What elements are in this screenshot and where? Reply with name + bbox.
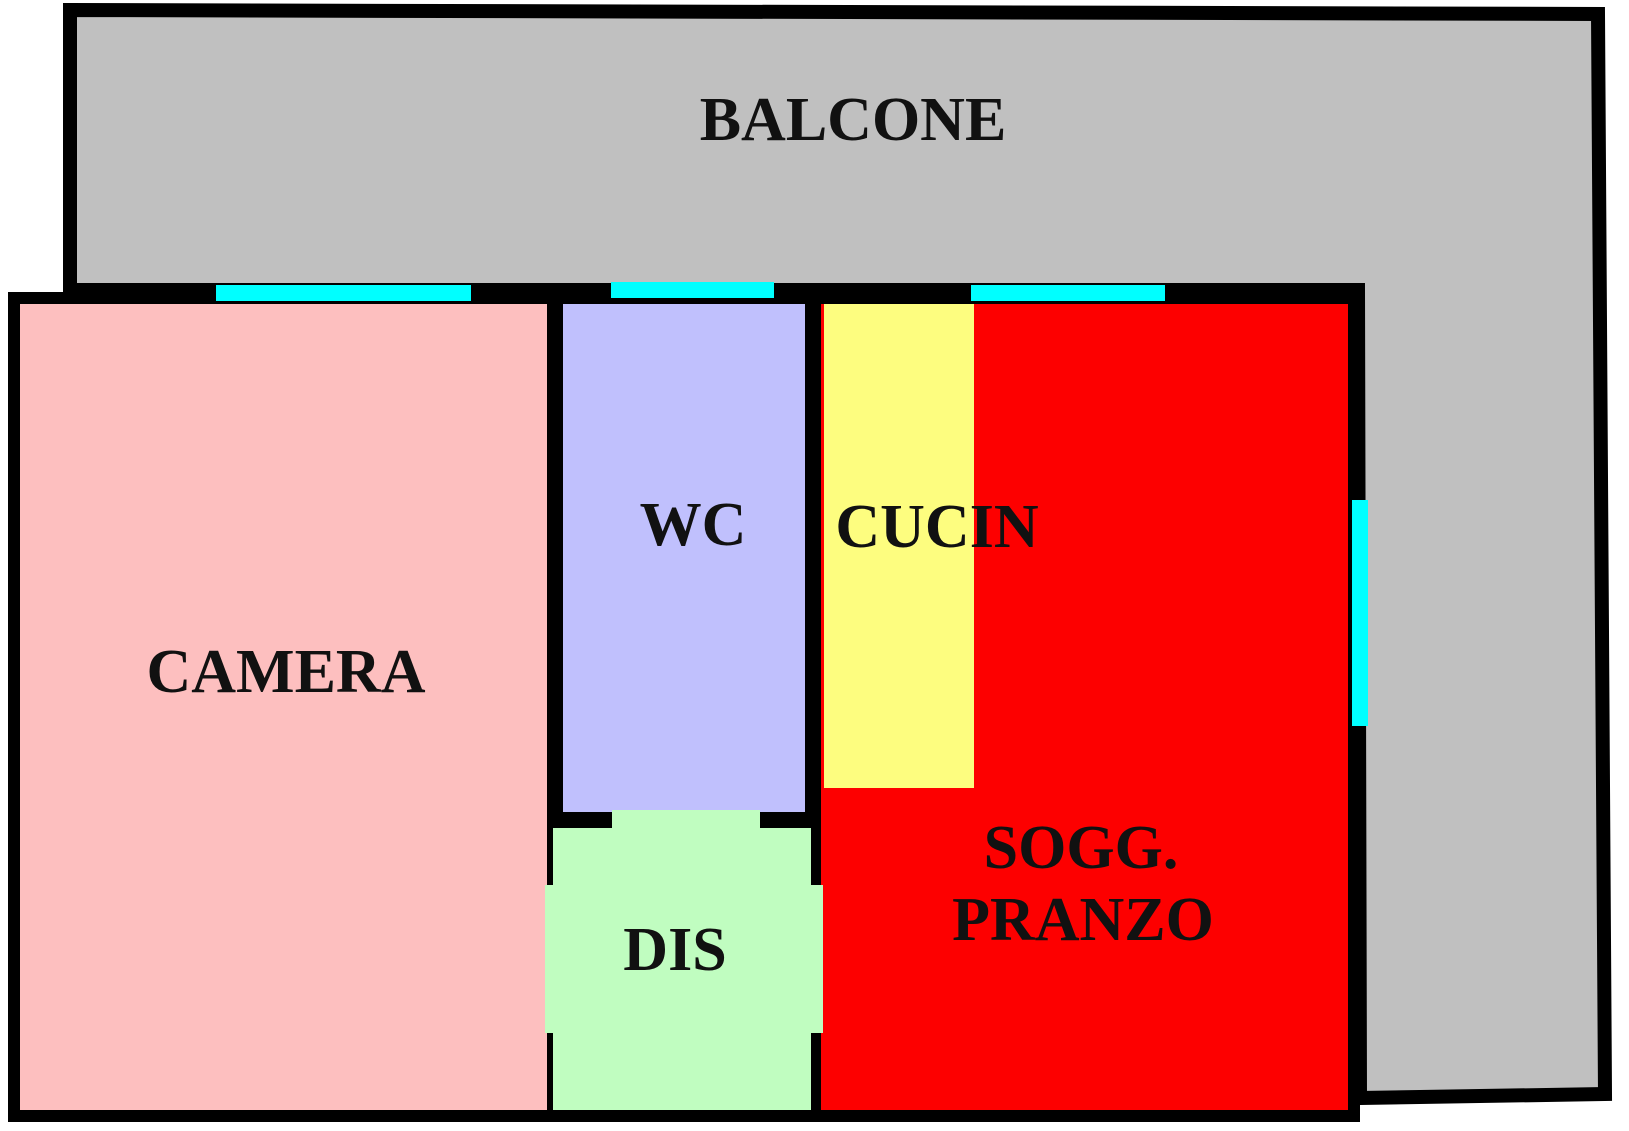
camera-room [20, 304, 547, 1110]
window-camera [216, 285, 471, 301]
window-soggiorno-side [1352, 500, 1368, 726]
window-soggiorno-top [971, 285, 1165, 301]
window-wc [611, 282, 774, 298]
cucina-label: CUCIN [835, 493, 1038, 561]
dis-label: DIS [623, 916, 726, 984]
balcone-label: BALCONE [700, 86, 1007, 154]
door-dis-soggiorno [805, 885, 823, 1033]
dis-room [553, 828, 811, 1110]
soggiorno-label-line2: PRANZO [952, 886, 1214, 954]
wc-room [563, 304, 805, 812]
door-wc-dis [612, 810, 760, 830]
wc-label: WC [640, 491, 747, 559]
camera-label: CAMERA [147, 638, 426, 706]
soggiorno-label-line1: SOGG. [984, 814, 1179, 882]
cucina-area [824, 304, 974, 788]
door-camera-dis [545, 885, 559, 1033]
